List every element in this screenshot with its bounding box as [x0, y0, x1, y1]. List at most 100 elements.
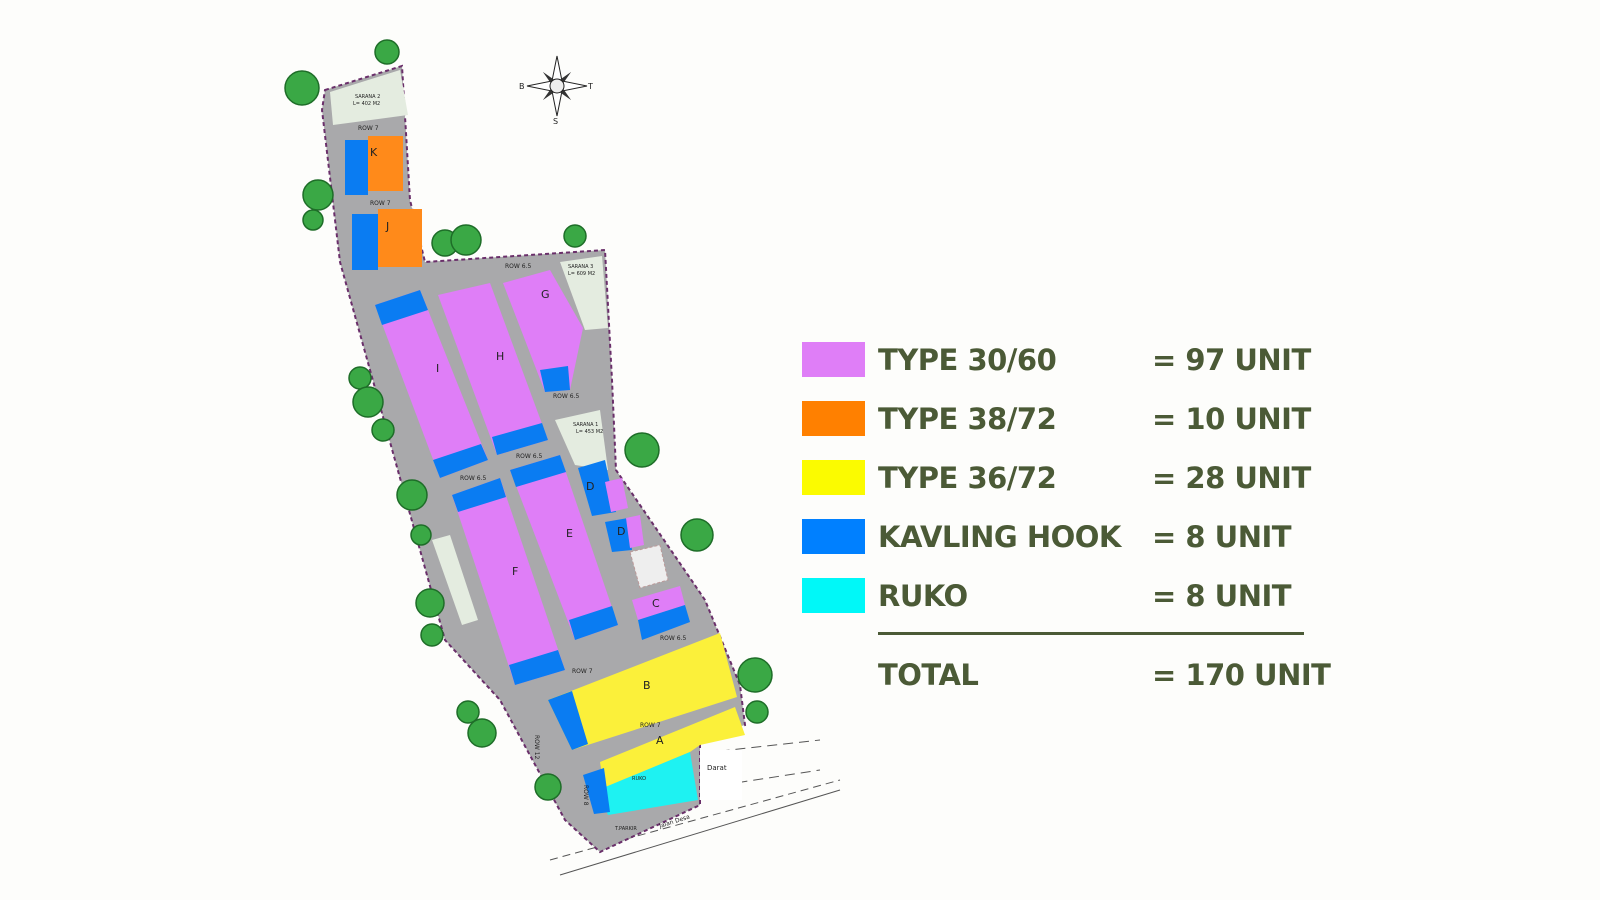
sarana-area: L= 402 M2: [353, 101, 380, 107]
ruko-label: RUKO: [632, 776, 646, 782]
tree-icon: [352, 386, 384, 418]
legend-swatch: [802, 342, 865, 377]
road-label: ROW 12: [533, 735, 540, 760]
sarana-2-area: [330, 70, 408, 125]
block-i-hook[interactable]: [375, 290, 428, 325]
block-d-lower-pink[interactable]: [626, 515, 644, 548]
tree-icon: [415, 588, 445, 618]
tree-icon: [348, 366, 372, 390]
block-label: G: [541, 288, 550, 301]
legend-item-type-30-60: TYPE 30/60 = 97 UNIT: [802, 340, 1362, 380]
block-e-hook[interactable]: [569, 606, 618, 640]
road-label: ROW 6.5: [660, 635, 686, 642]
block-j-type-38-72[interactable]: [378, 209, 422, 267]
block-label: D: [586, 480, 594, 493]
tree-icon: [450, 224, 482, 256]
darat-label: Darat: [707, 764, 727, 772]
block-f-hook[interactable]: [509, 650, 565, 685]
block-c[interactable]: [632, 586, 685, 620]
block-g-hook[interactable]: [540, 366, 570, 392]
parking-label: T.PARKIR: [614, 826, 637, 832]
sarana-area: L= 453 M2: [576, 429, 603, 435]
trees: [284, 39, 773, 801]
road-label: ROW 7: [640, 722, 661, 729]
block-label: J: [385, 220, 389, 233]
compass-east: T: [587, 82, 593, 91]
road-label: ROW 7: [572, 668, 593, 675]
legend-swatch: [802, 578, 865, 613]
block-j-hook[interactable]: [352, 214, 378, 270]
sarana-3-area: [560, 256, 608, 330]
legend-item-kavling-hook: KAVLING HOOK = 8 UNIT: [802, 517, 1362, 557]
sarana-label: SARANA 2: [355, 94, 380, 100]
block-f[interactable]: [452, 478, 565, 685]
road-label: ROW 8: [582, 785, 589, 806]
total-label: TOTAL: [878, 658, 979, 692]
block-d-upper-pink[interactable]: [605, 478, 628, 512]
road-label: ROW 7: [358, 125, 379, 132]
legend-label: TYPE 36/72: [878, 461, 1057, 495]
legend-swatch: [802, 460, 865, 495]
block-b[interactable]: [548, 633, 737, 750]
compass-south: S: [553, 117, 558, 126]
tree-icon: [467, 718, 497, 748]
block-e[interactable]: [510, 455, 618, 640]
legend-total: TOTAL = 170 UNIT: [802, 655, 1362, 695]
ruko-block[interactable]: [598, 752, 698, 815]
total-value: = 170 UNIT: [1152, 658, 1331, 692]
block-k-hook[interactable]: [345, 140, 368, 195]
block-c-hook[interactable]: [638, 605, 690, 640]
block-a-hook[interactable]: [583, 768, 610, 814]
road-label: ROW 6.5: [553, 393, 579, 400]
playground: [629, 544, 669, 589]
legend-label: KAVLING HOOK: [878, 520, 1121, 554]
sarana-area: L= 609 M2: [568, 271, 595, 277]
legend-value: = 8 UNIT: [1152, 579, 1292, 613]
sarana-label: SARANA 3: [568, 264, 593, 270]
block-h-hook[interactable]: [492, 423, 548, 455]
legend-item-type-38-72: TYPE 38/72 = 10 UNIT: [802, 399, 1362, 439]
block-b-hook[interactable]: [548, 691, 588, 750]
legend-label: TYPE 30/60: [878, 343, 1057, 377]
tree-icon: [456, 700, 480, 724]
legend-swatch: [802, 519, 865, 554]
tree-icon: [374, 39, 400, 65]
legend-value: = 28 UNIT: [1152, 461, 1311, 495]
legend-item-type-36-72: TYPE 36/72 = 28 UNIT: [802, 458, 1362, 498]
block-label: F: [512, 565, 518, 578]
tree-icon: [534, 773, 562, 801]
road-area: [320, 64, 747, 854]
road-label: ROW 6.5: [460, 475, 486, 482]
tree-icon: [624, 432, 660, 468]
block-label: I: [436, 362, 439, 375]
compass-west: B: [519, 82, 525, 91]
road-label: ROW 6.5: [516, 453, 542, 460]
block-a[interactable]: [600, 707, 745, 788]
compass-icon: [526, 55, 588, 117]
legend-value: = 10 UNIT: [1152, 402, 1311, 436]
legend-value: = 97 UNIT: [1152, 343, 1311, 377]
block-label: K: [370, 146, 378, 159]
legend-item-ruko: RUKO = 8 UNIT: [802, 576, 1362, 616]
legend-label: RUKO: [878, 579, 968, 613]
darat-area: [700, 750, 742, 800]
block-d-upper[interactable]: [578, 460, 616, 516]
tree-icon: [737, 657, 773, 693]
block-h[interactable]: [438, 283, 548, 455]
tree-icon: [371, 418, 395, 442]
block-f-hook[interactable]: [452, 478, 506, 512]
tree-icon: [284, 70, 320, 106]
tree-icon: [420, 623, 444, 647]
block-g[interactable]: [503, 270, 583, 392]
tree-icon: [302, 179, 334, 211]
tree-icon: [563, 224, 587, 248]
tree-icon: [680, 518, 714, 552]
block-e-hook[interactable]: [510, 455, 566, 487]
block-k-type-38-72[interactable]: [368, 136, 403, 191]
road-label: ROW 7: [370, 200, 391, 207]
block-i-hook[interactable]: [433, 444, 488, 478]
tree-icon: [745, 700, 769, 724]
block-d-lower[interactable]: [605, 518, 632, 552]
block-i[interactable]: [375, 290, 488, 478]
